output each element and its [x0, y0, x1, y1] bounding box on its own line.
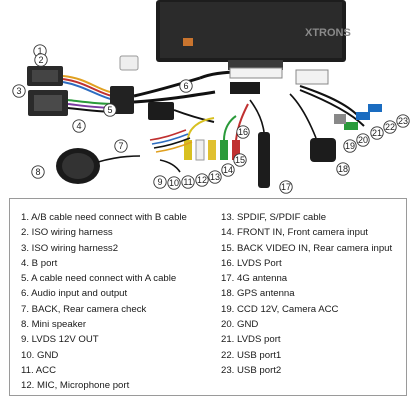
svg-text:3: 3: [16, 86, 21, 96]
svg-text:7: 7: [118, 141, 123, 151]
legend-item: 14. FRONT IN, Front camera input: [221, 227, 368, 239]
callout-3: 3: [12, 84, 26, 98]
legend-item: 7. BACK, Rear camera check: [21, 303, 147, 315]
legend-item: 23. USB port2: [221, 364, 282, 376]
legend-item: 5. A cable need connect with A cable: [21, 273, 177, 285]
svg-text:11: 11: [183, 177, 192, 187]
legend-item: 4. B port: [21, 257, 58, 269]
callout-23: 23: [396, 114, 410, 128]
rca-connectors: [184, 103, 249, 161]
legend-item: 1. A/B cable need connect with B cable: [21, 212, 187, 223]
cable-bundle: [119, 55, 329, 123]
svg-text:2: 2: [38, 55, 43, 65]
legend-item: 2. ISO wiring harness: [21, 227, 113, 239]
callout-18: 18: [336, 162, 350, 176]
callout-7: 7: [114, 139, 128, 153]
wiring-illustration: XTRONS: [12, 0, 410, 194]
legend-item: 9. LVDS 12V OUT: [21, 334, 99, 346]
svg-text:12: 12: [197, 175, 207, 185]
svg-text:17: 17: [281, 182, 291, 192]
callout-22: 22: [383, 120, 397, 134]
brand-logo: XTRONS: [305, 27, 351, 39]
svg-text:16: 16: [238, 127, 248, 137]
svg-text:8: 8: [35, 167, 40, 177]
svg-text:18: 18: [338, 164, 348, 174]
callout-17: 17: [279, 180, 293, 194]
legend-item: 3. ISO wiring harness2: [21, 242, 119, 254]
legend-item: 13. SPDIF, S/PDIF cable: [221, 212, 327, 223]
callout-13: 13: [208, 170, 222, 184]
legend-item: 6. Audio input and output: [21, 288, 128, 300]
svg-text:6: 6: [183, 81, 188, 91]
callout-6: 6: [179, 79, 193, 93]
callout-10: 10: [167, 176, 181, 190]
callout-19: 19: [343, 139, 357, 153]
callout-21: 21: [370, 126, 384, 140]
mini-speaker: [56, 148, 141, 184]
callout-2: 2: [34, 53, 48, 67]
callout-14: 14: [221, 163, 235, 177]
svg-text:10: 10: [169, 178, 179, 188]
callout-8: 8: [31, 165, 45, 179]
callout-11: 11: [181, 175, 195, 189]
parts-legend: 1. A/B cable need connect with B cable 2…: [9, 198, 407, 396]
legend-column-left: 1. A/B cable need connect with B cable 2…: [21, 210, 221, 394]
loose-wires: [149, 129, 193, 173]
svg-text:14: 14: [223, 165, 233, 175]
legend-item: 15. BACK VIDEO IN, Rear camera input: [221, 242, 393, 254]
svg-text:5: 5: [107, 105, 112, 115]
svg-text:21: 21: [372, 128, 382, 138]
legend-item: 18. GPS antenna: [221, 288, 295, 300]
callout-4: 4: [72, 119, 86, 133]
callout-5: 5: [103, 103, 117, 117]
svg-text:13: 13: [210, 172, 220, 182]
svg-text:19: 19: [345, 141, 355, 151]
svg-text:15: 15: [235, 155, 245, 165]
svg-text:1: 1: [37, 46, 42, 56]
callout-20: 20: [356, 133, 370, 147]
legend-item: 21. LVDS port: [221, 334, 281, 346]
callout-16: 16: [236, 125, 250, 139]
legend-item: 11. ACC: [21, 364, 57, 376]
legend-item: 22. USB port1: [221, 349, 282, 361]
callout-9: 9: [153, 175, 167, 189]
iso-harness: [27, 66, 134, 116]
legend-item: 17. 4G antenna: [221, 273, 288, 285]
legend-item: 20. GND: [221, 319, 259, 331]
legend-item: 12. MIC, Microphone port: [21, 380, 130, 392]
legend-item: 19. CCD 12V, Camera ACC: [221, 303, 339, 315]
svg-text:22: 22: [385, 122, 395, 132]
svg-text:4: 4: [76, 121, 81, 131]
callout-15: 15: [233, 153, 247, 167]
svg-text:23: 23: [398, 116, 408, 126]
legend-item: 16. LVDS Port: [221, 257, 282, 269]
legend-item: 8. Mini speaker: [21, 319, 87, 331]
head-unit: XTRONS: [156, 0, 351, 70]
svg-text:9: 9: [157, 177, 162, 187]
gps-antenna: [289, 93, 336, 162]
usb-cables: [299, 85, 382, 130]
4g-antenna: [249, 99, 270, 188]
callout-markers: 1 2 3 4 5 6 7 8 9 10 11 12 13 14 15 16 1…: [12, 44, 410, 194]
svg-text:20: 20: [358, 135, 368, 145]
product-photo: XTRONS: [0, 0, 416, 198]
legend-column-right: 13. SPDIF, S/PDIF cable 14. FRONT IN, Fr…: [221, 210, 407, 378]
legend-item: 10. GND: [21, 349, 59, 361]
callout-12: 12: [195, 173, 209, 187]
